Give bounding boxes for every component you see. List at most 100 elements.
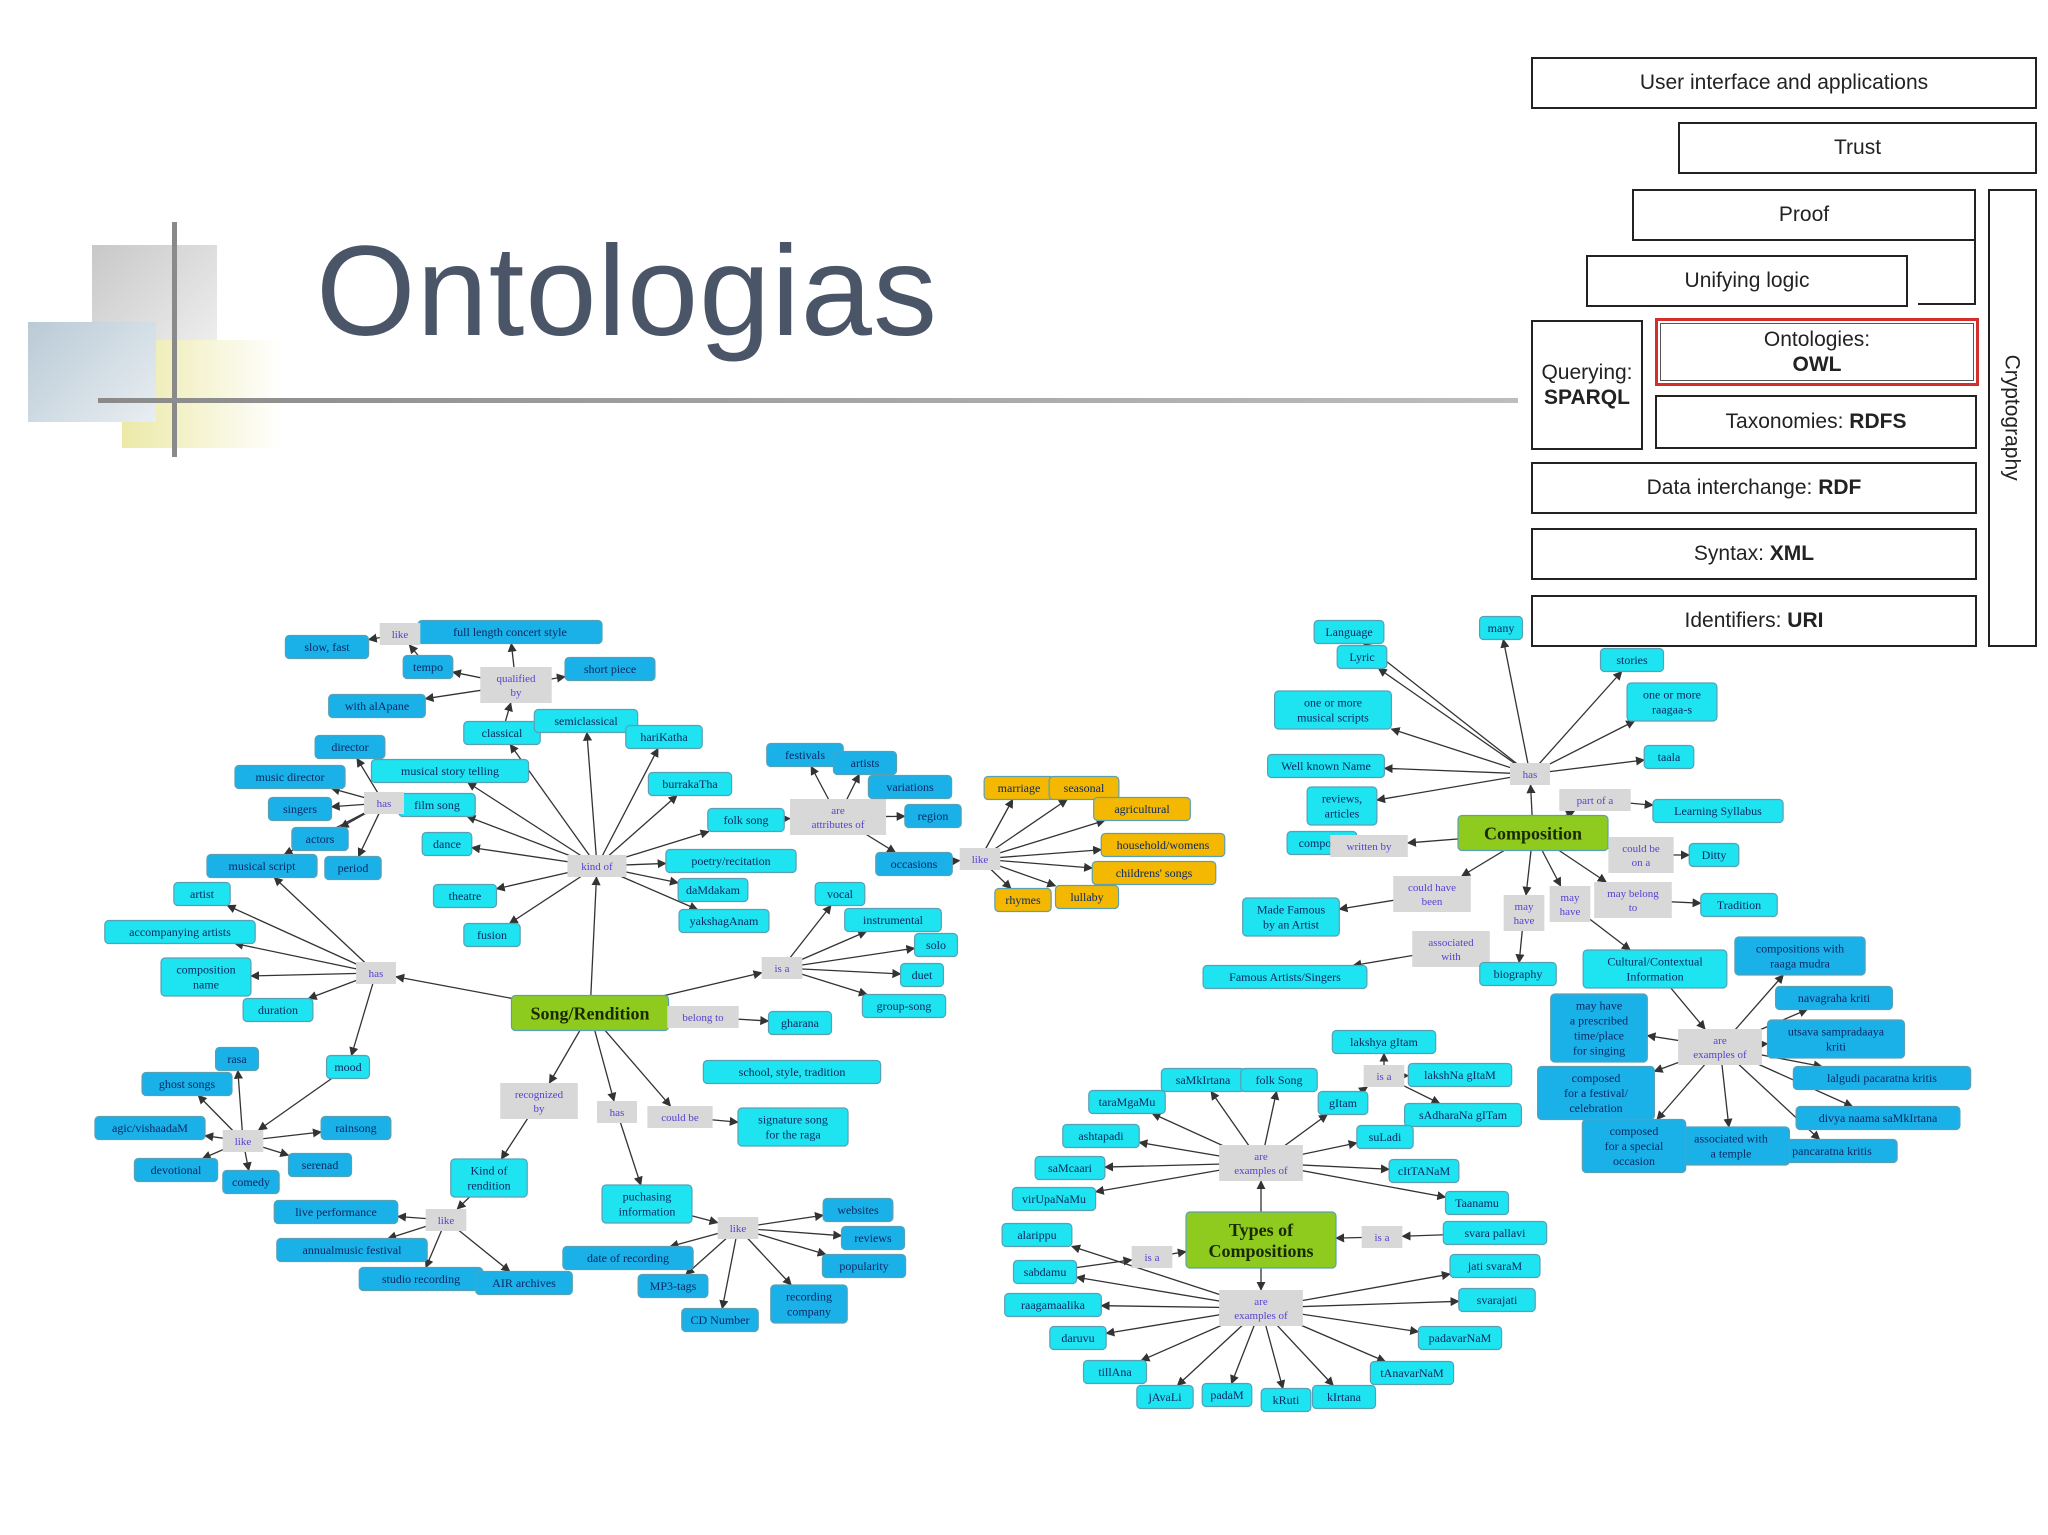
node-text-language: Language: [1325, 625, 1372, 639]
layer-user-interface: User interface and applications: [1531, 57, 2037, 109]
concept-node-sabdamu: sabdamu: [1012, 1259, 1078, 1285]
node-box-isa1: [761, 957, 803, 979]
concept-node-rainsong: rainsong: [320, 1115, 392, 1141]
node-text-occasions: occasions: [891, 857, 938, 871]
node-text-taanamu: Taanamu: [1455, 1196, 1499, 1210]
concept-node-accompanying: accompanying artists: [104, 919, 256, 945]
node-box-isa3: [1361, 1226, 1403, 1248]
node-box-semiclassical: [533, 708, 639, 734]
node-text-isa3: is a: [1375, 1232, 1390, 1244]
node-text-groupsong: group-song: [877, 999, 932, 1013]
concept-node-lakshnagitam: lakshNa gItaM: [1407, 1062, 1513, 1088]
concept-node-studio: studio recording: [358, 1266, 484, 1292]
node-box-language: [1313, 619, 1385, 645]
concept-node-jatisvaram: jati svaraM: [1449, 1253, 1541, 1279]
node-box-purchasing: [601, 1184, 693, 1224]
concept-node-school: school, style, tradition: [702, 1059, 882, 1085]
node-box-folksong: [707, 807, 785, 833]
concept-node-reviews1: reviews: [840, 1225, 906, 1251]
node-box-svarajati: [1458, 1287, 1536, 1313]
node-text-folksong: folk song: [724, 813, 769, 827]
concept-node-gitam: gItam: [1317, 1090, 1369, 1116]
concept-node-composition: Composition: [1457, 814, 1609, 852]
concept-node-rasa: rasa: [214, 1046, 260, 1072]
node-box-like1: [379, 623, 421, 645]
layer-identifiers-uri: Identifiers: URI: [1531, 595, 1977, 647]
node-text-taramgamu: taraMgaMu: [1099, 1095, 1156, 1109]
node-text-instrumental: instrumental: [863, 913, 924, 927]
relation-label-isa4: is a: [1363, 1065, 1405, 1087]
concept-node-famousartists: Famous Artists/Singers: [1202, 964, 1368, 990]
node-text-many: many: [1488, 621, 1515, 635]
concept-node-svarapallavi: svara pallavi: [1442, 1220, 1548, 1246]
node-box-mp3tags: [637, 1273, 709, 1299]
concept-node-folksong: folk song: [707, 807, 785, 833]
node-box-raagamaalika: [1004, 1292, 1102, 1318]
concept-node-navagraha: navagraha kriti: [1774, 985, 1893, 1011]
relation-label-couldbe1: could be: [647, 1106, 713, 1128]
node-box-famousartists: [1202, 964, 1368, 990]
node-text-artists2: artists: [851, 756, 880, 770]
node-box-tradition: [1700, 892, 1778, 918]
node-box-rasa: [214, 1046, 260, 1072]
concept-node-devotional: devotional: [133, 1157, 219, 1183]
concept-node-popularity: popularity: [821, 1253, 907, 1279]
node-box-sabdamu: [1012, 1259, 1078, 1285]
node-box-school: [702, 1059, 882, 1085]
node-box-taala: [1643, 744, 1695, 770]
layer-unifying-logic: Unifying logic: [1586, 255, 1908, 307]
concept-node-taramgamu: taraMgaMu: [1088, 1089, 1166, 1115]
concept-node-ashtapadi: ashtapadi: [1062, 1123, 1140, 1149]
proof-connector: [1918, 237, 1976, 305]
node-box-isa2: [1131, 1246, 1173, 1268]
edge-has3-stories: [1529, 670, 1623, 775]
node-box-daruvu: [1049, 1325, 1107, 1351]
node-box-utsava: [1766, 1019, 1906, 1059]
node-box-kruti: [1260, 1387, 1312, 1413]
node-box-fusion: [463, 922, 521, 948]
concept-node-language: Language: [1313, 619, 1385, 645]
node-text-artist: artist: [190, 887, 215, 901]
concept-node-yakshaganam: yakshagAnam: [678, 908, 770, 934]
node-box-like3: [717, 1217, 759, 1239]
node-text-reviewsarticles: reviews,articles: [1322, 792, 1362, 821]
concept-node-ghostsongs: ghost songs: [141, 1071, 233, 1097]
concept-node-musicalscript: musical script: [206, 853, 318, 879]
node-box-lyric: [1336, 644, 1388, 670]
node-text-musicalscript: musical script: [229, 859, 297, 873]
node-box-like2: [222, 1130, 264, 1152]
node-box-areexamples2: [1219, 1145, 1303, 1181]
node-box-annual: [276, 1237, 428, 1263]
concept-node-pancaratna: pancaratna kritis: [1766, 1138, 1898, 1164]
concept-node-ditty: Ditty: [1688, 842, 1740, 868]
relation-label-isa3: is a: [1361, 1226, 1403, 1248]
node-box-tempo: [402, 654, 454, 680]
concept-node-household: household/womens: [1100, 832, 1226, 858]
node-box-alarippu: [1001, 1222, 1073, 1248]
node-text-padavarnam: padavarNaM: [1429, 1331, 1492, 1345]
node-text-filmsong: film song: [414, 798, 460, 812]
node-text-poetry: poetry/recitation: [691, 854, 770, 868]
node-text-school: school, style, tradition: [739, 1065, 846, 1079]
node-box-associated: [1412, 931, 1490, 967]
